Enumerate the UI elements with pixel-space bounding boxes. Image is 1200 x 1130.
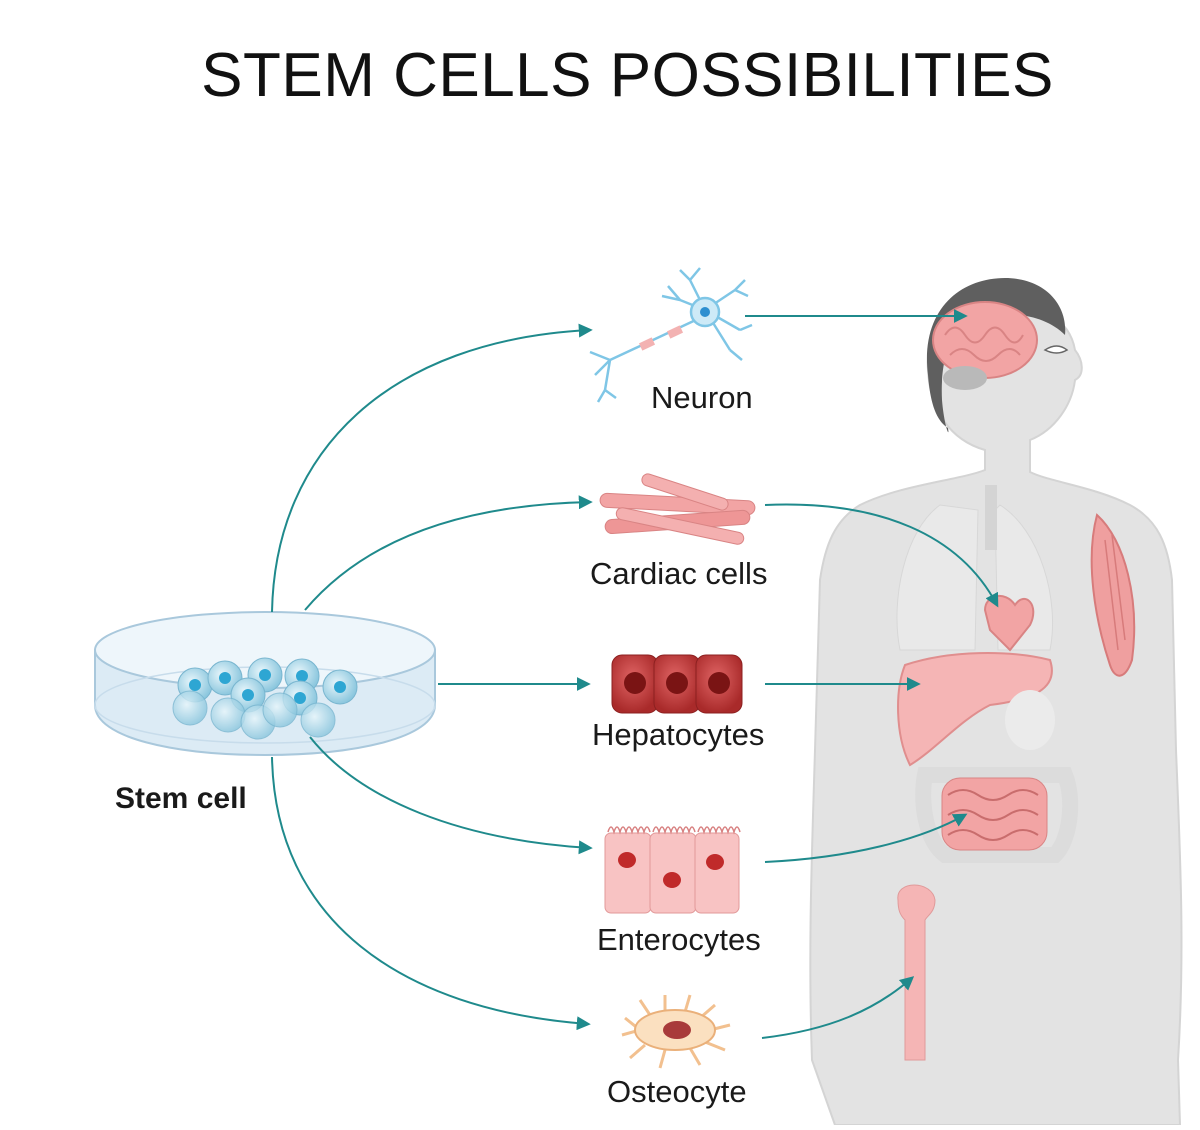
arrow-dish-to-osteocyte [272, 757, 588, 1024]
enterocytes-label: Enterocytes [597, 922, 761, 958]
arrow-dish-to-enterocytes [310, 737, 590, 848]
cardiac-cells-label: Cardiac cells [590, 556, 767, 592]
human-body [810, 278, 1181, 1125]
diagram-title: STEM CELLS POSSIBILITIES [0, 40, 1200, 111]
body-silhouette [810, 300, 1181, 1125]
cardiac-cells-icon [600, 472, 756, 545]
stem-cell-label: Stem cell [115, 782, 247, 816]
hepatocytes-label: Hepatocytes [592, 717, 764, 753]
neuron-label: Neuron [651, 380, 753, 416]
enterocytes-icon [605, 827, 740, 913]
petri-dish [95, 612, 435, 755]
osteocyte-icon [622, 995, 730, 1068]
arrow-dish-to-cardiac [305, 502, 590, 610]
hepatocytes-icon [612, 655, 742, 713]
arrow-dish-to-neuron [272, 330, 590, 612]
osteocyte-label: Osteocyte [607, 1074, 747, 1110]
